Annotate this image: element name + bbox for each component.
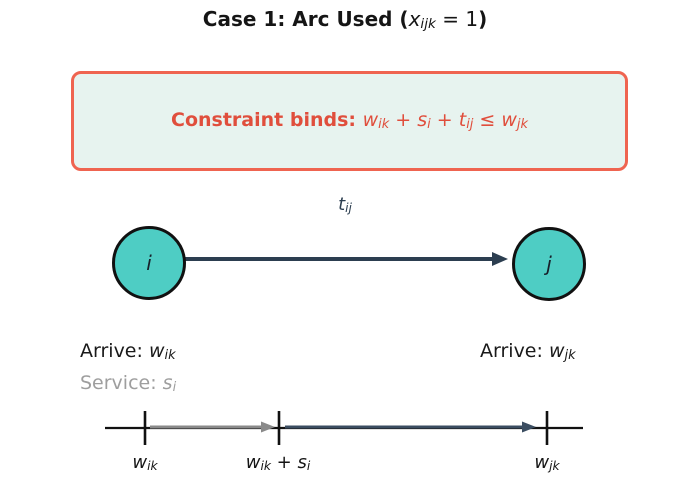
node-j: j — [512, 227, 586, 301]
node-j-label: j — [546, 252, 552, 276]
node-i-label: i — [146, 251, 152, 275]
timeline-label-wik: wik — [132, 452, 158, 473]
arrive-time-node-i: Arrive: wik — [80, 340, 176, 364]
travel-time-label: tij — [338, 194, 352, 215]
service-arrowhead — [261, 421, 275, 433]
constraint-box: Constraint binds: wik + si + tij ≤ wjk — [71, 71, 628, 171]
timeline-label-wik-plus-si: wik + si — [245, 452, 311, 473]
arc-arrowhead — [492, 252, 508, 266]
constraint-formula: Constraint binds: wik + si + tij ≤ wjk — [171, 109, 528, 133]
figure-title: Case 1: Arc Used (xijk = 1) — [202, 7, 488, 33]
arrive-time-node-j: Arrive: wjk — [480, 340, 576, 364]
timeline-label-wjk: wjk — [534, 452, 560, 473]
travel-arrowhead — [522, 421, 536, 433]
node-i: i — [112, 226, 186, 300]
service-time-node-i: Service: si — [80, 372, 177, 396]
